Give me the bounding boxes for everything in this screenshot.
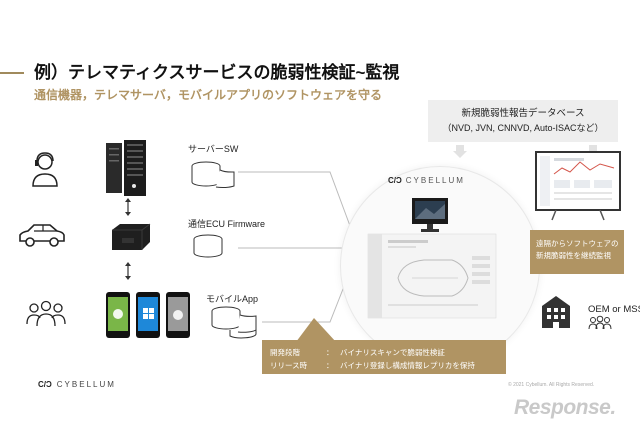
server-sw-label: サーバーSW [188,144,239,154]
users-group-icon [26,300,66,327]
vulnerability-database-callout: 新規脆弱性報告データベース （NVD, JVN, CNNVD, Auto-ISA… [428,100,618,142]
desktop-monitor-image [412,198,448,232]
remote-monitoring-line2: 新規脆弱性を継続監視 [536,251,611,260]
database-stack-icon [211,306,257,339]
lifecycle-phases-callout: 開発段階：バイナリスキャンで脆弱性検証 リリース時：バイナリ登録し構成情報レプリ… [262,340,506,374]
server-rack-image [106,140,146,196]
remote-monitoring-callout: 遠隔からソフトウェアの 新規脆弱性を継続監視 [530,230,624,274]
dashboard-display-image [535,151,621,221]
callout-pointer [296,318,336,342]
car-icon [19,224,65,247]
oem-or-mss-label: OEM or MSS [588,304,640,315]
remote-monitoring-line1: 遠隔からソフトウェアの [536,239,619,248]
phase-row-development: 開発段階：バイナリスキャンで脆弱性検証 [270,348,445,357]
title-rule [0,72,24,74]
building-icon [542,296,570,328]
dashboard-screenshot-image [367,233,497,319]
mobile-app-label: モバイルApp [206,294,259,304]
ecu-firmware-label: 通信ECU Firmware [188,219,266,229]
team-icon [588,315,612,330]
database-icon [193,234,223,258]
operator-headset-icon [32,152,58,187]
response-watermark: Response. [514,396,616,419]
database-sources: （NVD, JVN, CNNVD, Auto-ISACなど） [442,123,604,133]
double-arrow-icon [125,262,131,280]
copyright-notice: © 2021 Cybellum. All Rights Reserved. [508,382,595,388]
database-stack-icon [191,161,235,189]
down-arrow-icon [453,145,467,158]
double-arrow-icon [125,198,131,216]
smartphones-image [106,292,190,338]
page-subtitle: 通信機器，テレマサーバ，モバイルアプリのソフトウェアを守る [34,88,383,102]
database-label: 新規脆弱性報告データベース [461,108,585,119]
page-title: 例）テレマティクスサービスの脆弱性検証~監視 [34,63,400,82]
phase-row-release: リリース時：バイナリ登録し構成情報レプリカを保持 [270,361,475,370]
telematics-control-unit-image [112,223,151,250]
